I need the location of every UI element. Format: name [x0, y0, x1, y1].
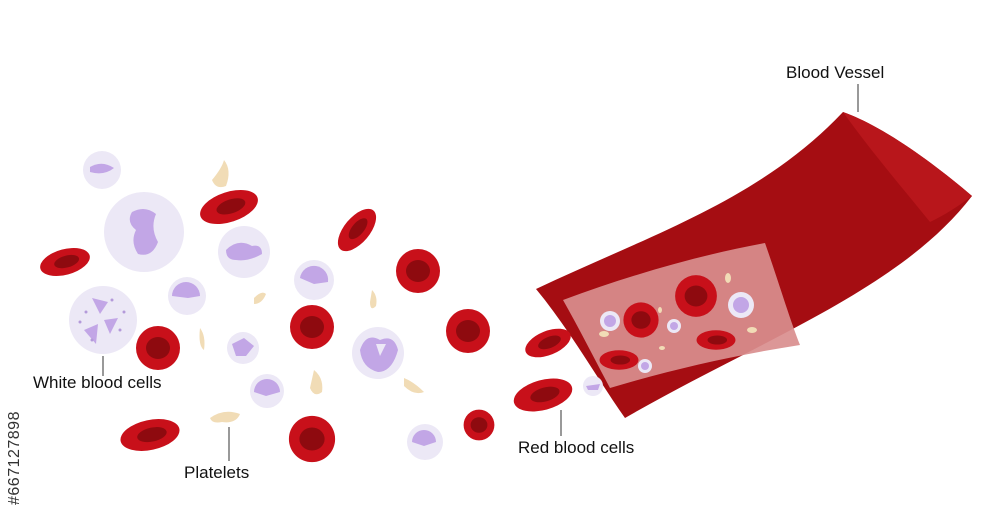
vessel-inner-platelet: [725, 273, 731, 283]
white-blood-cell: [83, 151, 121, 189]
platelet: [210, 411, 240, 423]
blood-vessel: [536, 112, 972, 418]
red-blood-cell: [290, 305, 334, 349]
label-platelets: Platelets: [184, 463, 250, 482]
white-blood-cell: [294, 260, 334, 300]
vessel-inner-platelet: [599, 331, 609, 337]
vessel-inner-red-cell: [675, 275, 717, 317]
platelet: [212, 160, 229, 188]
white-blood-cell: [218, 226, 270, 278]
white-blood-cell: [583, 376, 603, 396]
vessel-inner-white-cell: [638, 359, 652, 373]
vessel-inner-red-cell: [696, 330, 736, 350]
red-blood-cell: [330, 202, 384, 258]
vessel-inner-red-cell: [623, 302, 659, 338]
white-blood-cell: [352, 327, 404, 379]
vessel-inner-platelet: [747, 327, 757, 333]
white-blood-cell: [250, 374, 284, 408]
vessel-inner-white-cell: [600, 311, 620, 331]
vessel-inner-platelet: [659, 346, 665, 350]
vessel-inner-white-cell: [667, 319, 681, 333]
vessel-inner-red-cell: [599, 350, 639, 370]
white-blood-cell: [407, 424, 443, 460]
red-blood-cell: [446, 309, 490, 353]
platelet: [310, 370, 323, 395]
leader-lines: [102, 84, 859, 461]
white-blood-cell: [104, 192, 184, 272]
red-blood-cell: [195, 183, 263, 231]
platelet: [370, 290, 377, 309]
label-white-blood-cells: White blood cells: [33, 373, 162, 392]
red-blood-cell: [510, 372, 576, 418]
stock-image-id: #667127898: [6, 411, 23, 505]
white-blood-cell: [69, 286, 137, 354]
platelet: [404, 378, 424, 394]
red-blood-cell: [288, 415, 336, 463]
platelet: [254, 292, 266, 304]
label-blood-vessel: Blood Vessel: [786, 63, 885, 82]
white-blood-cells: [69, 151, 603, 460]
vessel-inner-white-cell: [728, 292, 754, 318]
red-blood-cell: [37, 243, 93, 281]
red-blood-cell: [136, 326, 180, 370]
red-blood-cell: [463, 409, 495, 441]
platelets: [199, 160, 424, 423]
vessel-opening: [843, 112, 972, 222]
white-blood-cell: [168, 277, 206, 315]
label-red-blood-cells: Red blood cells: [518, 438, 635, 457]
white-blood-cell: [227, 332, 259, 364]
vessel-inner-platelet: [658, 307, 662, 313]
platelet: [199, 328, 205, 350]
red-blood-cell: [396, 249, 440, 293]
red-blood-cell: [117, 414, 183, 456]
